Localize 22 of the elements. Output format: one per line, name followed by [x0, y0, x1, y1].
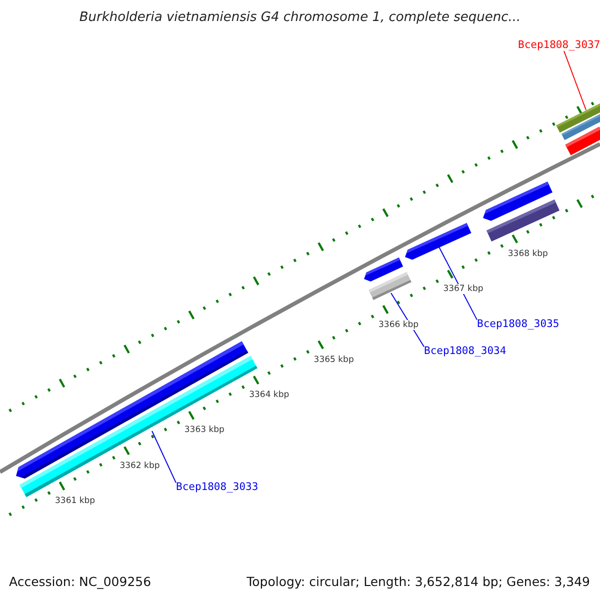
gene-feature-bar — [368, 272, 412, 300]
leader-line — [438, 246, 478, 320]
scale-label: 3361 kbp — [55, 496, 96, 506]
gene-label: Bcep1808_3035 — [477, 318, 560, 330]
scale-label: 3366 kbp — [378, 320, 419, 330]
scale-label: 3365 kbp — [314, 354, 354, 365]
gene-label: Bcep1808_3037 — [518, 39, 600, 51]
gene-feature-bar — [405, 223, 472, 260]
gene-feature-bar — [486, 200, 560, 242]
leader-line — [564, 50, 586, 110]
accession-text: Accession: NC_009256 — [9, 574, 152, 589]
scale-label: 3367 kbp — [443, 284, 484, 294]
scale-label: 3364 kbp — [249, 390, 290, 400]
map-title: Burkholderia vietnamiensis G4 chromosome 1, complete sequenc... — [78, 10, 522, 25]
gene-label: Bcep1808_3033 — [176, 481, 258, 493]
summary-text: Topology: circular; Length: 3,652,814 bp; Genes: 3,349 — [246, 574, 590, 589]
scale-label: 3362 kbp — [120, 460, 160, 471]
scale-label: 3368 kbp — [508, 248, 548, 259]
gene-feature-bar — [565, 126, 600, 156]
scale-label: 3363 kbp — [184, 425, 224, 436]
gene-label: Bcep1808_3034 — [424, 345, 506, 357]
leader-line — [152, 430, 176, 484]
